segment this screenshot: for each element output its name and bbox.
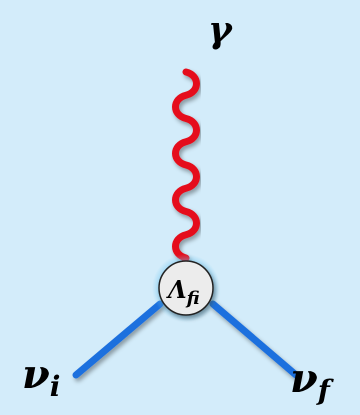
- vertex-label: Λfi: [166, 275, 200, 309]
- nu-initial-label: νi: [22, 351, 60, 403]
- vertex-label-main: Λ: [166, 275, 187, 304]
- nu-final-sub: f: [316, 374, 335, 407]
- neutrino-final-line: [209, 300, 300, 379]
- vertex-circle: [158, 260, 214, 316]
- nu-initial-main: ν: [22, 351, 50, 398]
- nu-initial-sub: i: [50, 370, 61, 403]
- neutrino-initial-line: [72, 300, 164, 379]
- photon-wavy-line: [172, 68, 200, 262]
- nu-final-label: νf: [290, 355, 335, 407]
- photon-label: γ: [208, 9, 234, 51]
- vertex-label-sub: fi: [185, 288, 200, 309]
- nu-final-main: ν: [290, 355, 318, 402]
